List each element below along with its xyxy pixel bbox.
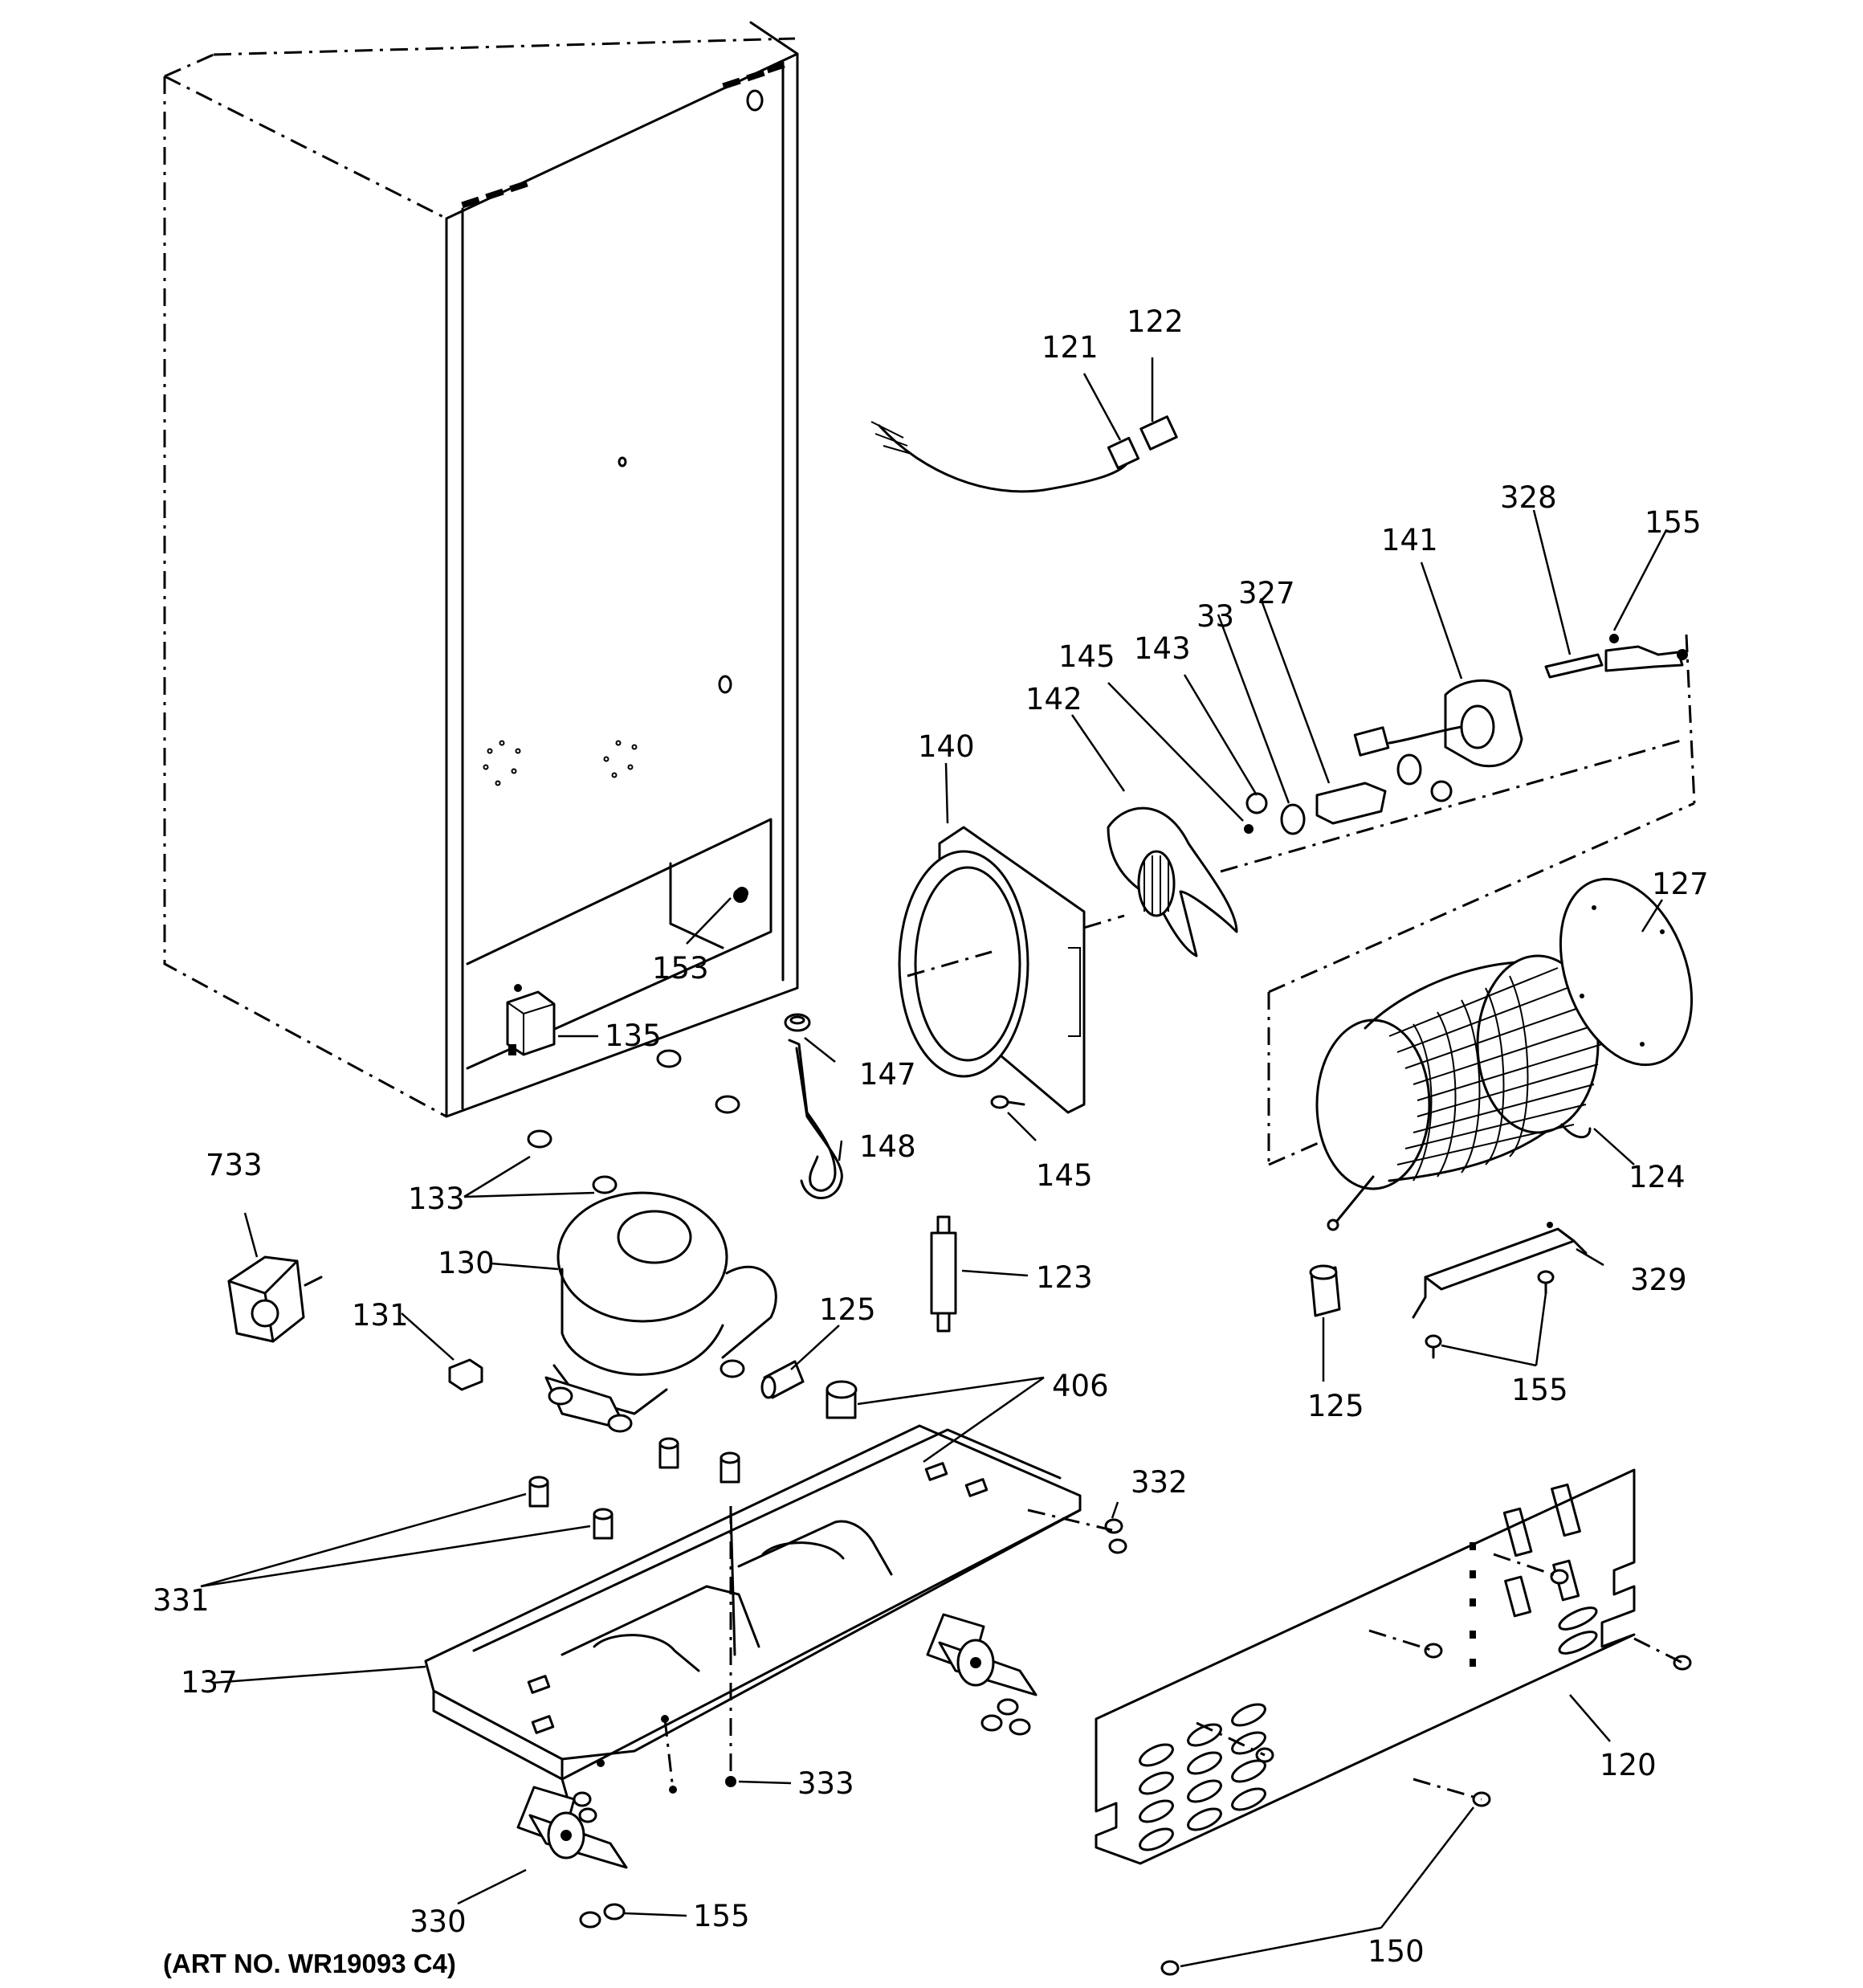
- compressor-130: [544, 1191, 777, 1433]
- fan-motor: [1353, 679, 1523, 768]
- grommet-147: [784, 1013, 811, 1032]
- callout-120: 120: [1600, 1748, 1657, 1782]
- relay-135: [506, 984, 556, 1056]
- callout-155-caster: 155: [693, 1899, 750, 1933]
- callout-155-bracket: 155: [1511, 1373, 1568, 1407]
- callout-331: 331: [153, 1583, 210, 1618]
- callout-145: 145: [1058, 639, 1115, 674]
- callout-733: 733: [206, 1148, 263, 1182]
- capacitor-131: [448, 1358, 483, 1391]
- drain-tube-148: [788, 1039, 843, 1199]
- access-cover-120: [1095, 1468, 1636, 1865]
- callout-137: 137: [181, 1665, 238, 1700]
- callout-127: 127: [1652, 867, 1709, 901]
- callout-332: 332: [1131, 1465, 1188, 1500]
- part-153: [736, 887, 748, 900]
- screw-145-lower: [990, 1095, 1025, 1109]
- callout-131: 131: [352, 1298, 409, 1333]
- motor-bracket-328: [1544, 634, 1688, 679]
- callout-122: 122: [1127, 304, 1184, 339]
- caster-330-rear: [926, 1613, 1037, 1696]
- bracket-329: [1412, 1222, 1588, 1319]
- screws-332: [1104, 1518, 1127, 1554]
- callout-153: 153: [652, 951, 709, 986]
- caster-330-front: [516, 1786, 628, 1869]
- grommet-125-left: [760, 1360, 805, 1399]
- callout-406: 406: [1052, 1369, 1109, 1403]
- screws-150: [1160, 1569, 1692, 1976]
- fan-axis-line: [907, 737, 1687, 978]
- fan-motor-mount-parts: [1244, 753, 1453, 835]
- callout-135: 135: [605, 1018, 662, 1053]
- condenser-coil: [1267, 634, 1696, 1231]
- callout-125: 125: [819, 1292, 876, 1327]
- fan-shroud: [898, 826, 1086, 1114]
- callout-141: 141: [1381, 523, 1438, 557]
- callout-140: 140: [918, 729, 975, 764]
- callout-150: 150: [1368, 1934, 1425, 1969]
- callout-328: 328: [1500, 480, 1557, 515]
- base-pan-137: [424, 1424, 1082, 1809]
- callout-327: 327: [1238, 576, 1295, 610]
- callout-121: 121: [1042, 330, 1099, 365]
- grommets-133: [527, 1049, 740, 1194]
- grommet-125-right: [1309, 1264, 1341, 1317]
- grommets-331: [528, 1437, 740, 1540]
- callout-124: 124: [1629, 1160, 1686, 1194]
- power-cord-harness: [870, 415, 1178, 493]
- callout-142: 142: [1025, 682, 1082, 716]
- screws-155-caster-front: [579, 1903, 626, 1929]
- drier-123: [930, 1215, 957, 1333]
- callout-155: 155: [1645, 505, 1702, 540]
- callout-123: 123: [1036, 1260, 1093, 1295]
- callout-147: 147: [859, 1057, 916, 1092]
- leader-lines: [200, 357, 1668, 1968]
- callout-148: 148: [859, 1129, 916, 1164]
- screws-155-caster-rear: [980, 1698, 1031, 1736]
- callout-333: 333: [797, 1766, 854, 1801]
- fan-blade: [1107, 806, 1238, 957]
- callout-33: 33: [1196, 599, 1234, 634]
- refrigerator-cabinet: [163, 21, 799, 1118]
- pan-axis-lines: [663, 1506, 1113, 1790]
- cover-screw-lines: [1196, 1553, 1683, 1801]
- callout-145-lower: 145: [1036, 1158, 1093, 1193]
- condenser-cover-127: [1559, 877, 1694, 1067]
- callout-labels: 121 122 328 155 141 327 33 143 145 142 1…: [153, 304, 1709, 1969]
- overload-733: [227, 1255, 323, 1343]
- callout-330: 330: [410, 1904, 467, 1939]
- callout-329: 329: [1630, 1263, 1687, 1297]
- callout-133: 133: [408, 1182, 465, 1216]
- callout-130: 130: [438, 1246, 495, 1280]
- art-number: (ART NO. WR19093 C4): [163, 1949, 456, 1978]
- screws-155-bracket: [1425, 1270, 1555, 1359]
- callout-125-right: 125: [1307, 1389, 1364, 1423]
- callout-143: 143: [1134, 631, 1191, 666]
